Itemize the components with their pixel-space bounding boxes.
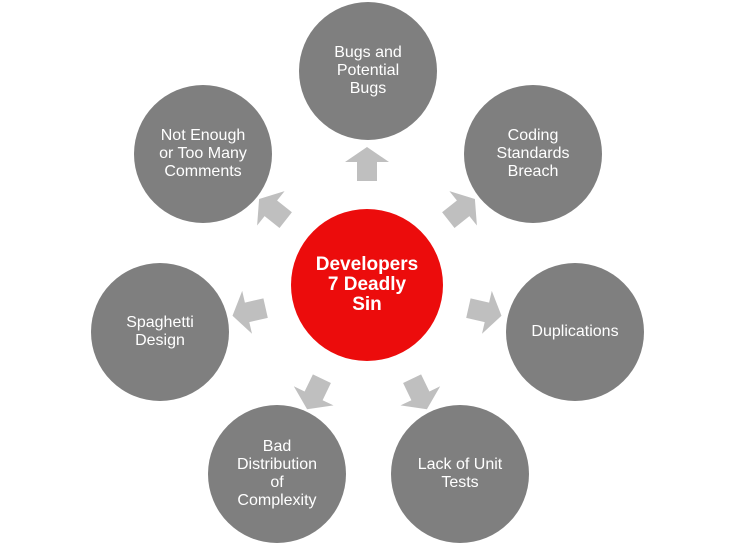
sin-label-spaghetti-design: Spaghetti Design — [126, 314, 194, 349]
sin-label-unit-tests: Lack of Unit Tests — [417, 456, 503, 491]
sin-node-complexity: Bad Distribution of Complexity — [208, 405, 346, 543]
sin-label-duplications: Duplications — [531, 323, 619, 340]
arrow-to-comments-icon — [257, 191, 292, 228]
sin-label-comments: Not Enough or Too Many Comments — [159, 127, 247, 180]
sin-node-comments: Not Enough or Too Many Comments — [134, 85, 272, 223]
sin-node-duplications: Duplications — [506, 263, 644, 401]
arrow-to-complexity-icon — [293, 374, 334, 410]
arrow-to-duplications-icon — [466, 290, 502, 334]
arrow-to-unit-tests-icon — [400, 374, 441, 410]
arrow-to-coding-standards-icon — [442, 191, 477, 228]
center-node-developers-sins: Developers 7 Deadly Sin — [291, 209, 443, 361]
sin-label-complexity: Bad Distribution of Complexity — [236, 438, 318, 509]
sin-label-coding-standards: Coding Standards Breach — [496, 127, 570, 180]
sin-node-bugs: Bugs and Potential Bugs — [299, 2, 437, 140]
sin-label-bugs: Bugs and Potential Bugs — [334, 44, 402, 97]
arrow-to-spaghetti-design-icon — [232, 290, 268, 334]
sin-node-unit-tests: Lack of Unit Tests — [391, 405, 529, 543]
arrow-to-bugs-icon — [345, 147, 389, 181]
center-node-label: Developers 7 Deadly Sin — [315, 254, 419, 315]
sin-node-coding-standards: Coding Standards Breach — [464, 85, 602, 223]
sin-node-spaghetti-design: Spaghetti Design — [91, 263, 229, 401]
